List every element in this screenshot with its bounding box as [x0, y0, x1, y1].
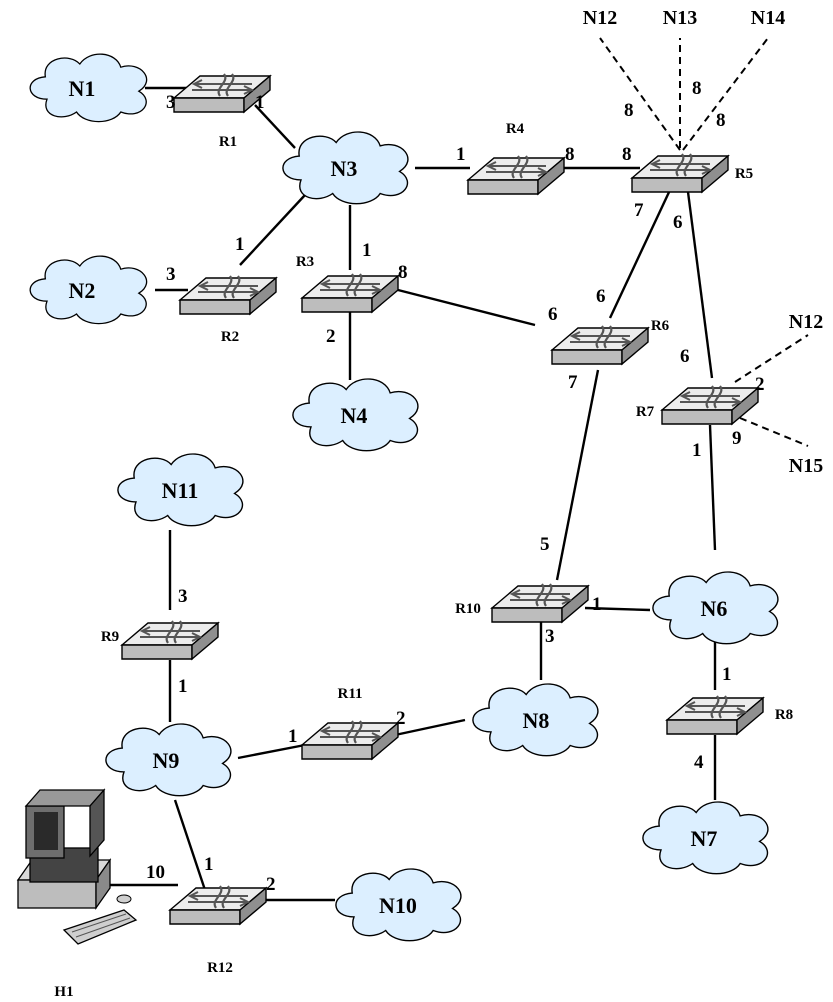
router-r12 — [168, 884, 268, 926]
link-r1-n3 — [254, 104, 296, 149]
cost-r10-r6: 5 — [540, 534, 550, 555]
links — [97, 37, 809, 902]
network-n3-label: N3 — [331, 156, 358, 181]
networks: N1 N2 N3 N4 N11 N6 N8 N9 N7 N10 — [29, 53, 779, 942]
network-n6-label: N6 — [701, 596, 728, 621]
cost-r4-r5: 8 — [565, 144, 575, 165]
cost-r10-n6: 1 — [592, 594, 602, 615]
cost-r5-r4: 8 — [622, 144, 632, 165]
cost-r7-n6: 1 — [692, 440, 702, 461]
link-n9-r12 — [173, 799, 207, 891]
cost-r9-n9: 1 — [178, 676, 188, 697]
cost-r11-n8: 2 — [396, 708, 406, 729]
router-r5 — [630, 152, 730, 194]
router-r3 — [300, 272, 400, 314]
router-r4-label: R4 — [506, 121, 525, 137]
external-networks: N12 N13 N14 N12 N15 — [583, 7, 823, 477]
network-n2-label: N2 — [69, 278, 96, 303]
network-n1-label: N1 — [69, 76, 96, 101]
external-n12-r7: N12 — [789, 311, 823, 333]
external-n15-r7: N15 — [789, 455, 823, 477]
network-n9-label: N9 — [153, 748, 180, 773]
router-r4 — [466, 154, 566, 196]
network-n8-label: N8 — [523, 708, 550, 733]
network-n7-label: N7 — [691, 826, 718, 851]
cost-r6-r5: 6 — [596, 286, 606, 307]
router-r6 — [550, 324, 650, 366]
router-r2-label: R2 — [221, 329, 239, 345]
cost-r5-n14: 8 — [716, 110, 726, 131]
cost-r4-n3: 1 — [456, 144, 466, 165]
link-r11-n8 — [394, 718, 466, 737]
cost-r5-r6: 7 — [634, 200, 644, 221]
router-r11 — [300, 719, 400, 761]
network-n4-label: N4 — [341, 403, 368, 428]
external-n13-r5: N13 — [663, 7, 697, 29]
external-n14-r5: N14 — [751, 7, 785, 29]
host-h1-label: H1 — [54, 984, 73, 1000]
link-r5-r6 — [608, 189, 672, 319]
cost-r1-n3: 1 — [255, 92, 265, 113]
cost-r7-n15: 9 — [732, 428, 742, 449]
router-r5-label: R5 — [735, 166, 753, 182]
router-r9-label: R9 — [101, 629, 119, 645]
dash-r5-n12 — [599, 37, 681, 151]
router-r3-label: R3 — [296, 254, 314, 270]
cost-r12-n10: 2 — [266, 874, 276, 895]
router-r8 — [665, 694, 765, 736]
dash-r7-n15 — [739, 417, 809, 447]
cost-r7-n12: 2 — [755, 374, 765, 395]
router-r10 — [490, 582, 590, 624]
cost-r12-n9: 1 — [204, 854, 214, 875]
router-r9 — [120, 619, 220, 661]
cost-r3-n3: 1 — [362, 240, 372, 261]
computer-icon — [16, 788, 138, 945]
link-r10-n6 — [584, 606, 651, 612]
link-r2-n3 — [239, 194, 306, 266]
cost-r12-h1: 10 — [146, 862, 165, 883]
cost-r11-n9: 1 — [288, 726, 298, 747]
router-r10-label: R10 — [455, 601, 481, 617]
cost-r1-n1: 3 — [166, 92, 176, 113]
link-r6-r10 — [555, 369, 600, 581]
link-r7-n6 — [708, 424, 717, 551]
router-r6-label: R6 — [651, 318, 670, 334]
network-n10-label: N10 — [379, 893, 417, 918]
router-r12-label: R12 — [207, 960, 233, 976]
router-r11-label: R11 — [337, 686, 362, 702]
cost-r5-n13: 8 — [692, 78, 702, 99]
link-r3-r6 — [397, 288, 536, 327]
cost-r3-r6: 8 — [398, 262, 408, 283]
router-r2 — [178, 274, 278, 316]
cost-r8-n6: 1 — [722, 664, 732, 685]
cost-r5-r7: 6 — [673, 212, 683, 233]
cost-r10-n8: 3 — [545, 626, 555, 647]
link-r5-r7 — [686, 191, 714, 379]
cost-r9-n11: 3 — [178, 586, 188, 607]
dash-r7-n12 — [734, 334, 809, 383]
cost-r6-r3: 6 — [548, 304, 558, 325]
cost-r7-r5: 6 — [680, 346, 690, 367]
link-costs: 3 1 3 1 1 8 2 1 8 8 7 6 8 8 8 6 6 7 6 2 … — [146, 78, 765, 895]
host-h1: H1 — [16, 788, 138, 1000]
router-r8-label: R8 — [775, 707, 793, 723]
link-n9-r11 — [237, 743, 306, 760]
cost-r3-n4: 2 — [326, 326, 336, 347]
cost-r2-n2: 3 — [166, 264, 176, 285]
cost-r8-n7: 4 — [694, 752, 704, 773]
router-r1-label: R1 — [219, 134, 237, 150]
router-r7 — [660, 384, 760, 426]
router-r7-label: R7 — [636, 404, 655, 420]
external-n12-r5: N12 — [583, 7, 617, 29]
cost-r2-n3: 1 — [235, 234, 245, 255]
cost-r5-n12: 8 — [624, 100, 634, 121]
network-n11-label: N11 — [162, 478, 199, 503]
cost-r6-r10: 7 — [568, 372, 578, 393]
routers: R1 R2 R3 R4 R5 R6 R7 R8 R9 R10 R11 R12 — [101, 72, 793, 976]
